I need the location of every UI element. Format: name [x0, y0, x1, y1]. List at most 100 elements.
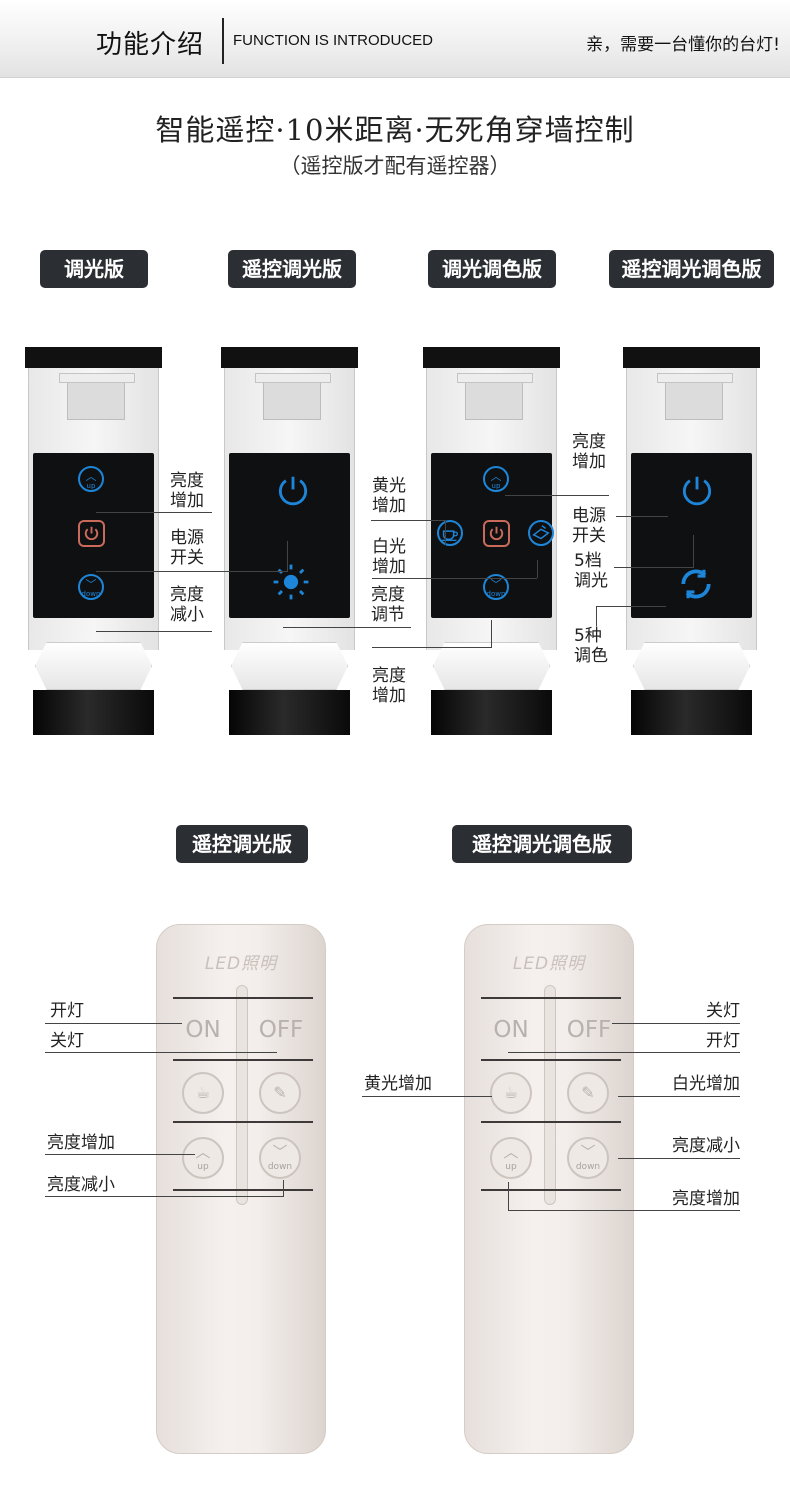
- label-brightness-up: 亮度增加: [572, 432, 606, 472]
- header-title: 功能介绍: [96, 30, 205, 60]
- remote-slot: [544, 985, 556, 1205]
- headline: 智能遥控·10米距离·无死角穿墙控制: [155, 113, 635, 147]
- label-brightness-down: 亮度减小: [672, 1136, 740, 1156]
- label-light-off: 关灯: [50, 1031, 84, 1051]
- leader-line: [445, 520, 446, 545]
- up-button[interactable]: ︿ up: [483, 466, 509, 492]
- book-icon: ✎: [273, 1083, 287, 1102]
- white-light-button[interactable]: [528, 520, 554, 546]
- leader-line: [537, 560, 538, 578]
- label-light-on: 开灯: [50, 1001, 84, 1021]
- on-button[interactable]: ON: [493, 1017, 529, 1043]
- lamp-clip: [59, 373, 135, 420]
- chevron-down-icon: ﹀: [272, 1143, 288, 1161]
- header-subtitle: FUNCTION IS INTRODUCED: [233, 32, 433, 49]
- version-tag-dim-color: 调光调色版: [428, 250, 556, 288]
- chevron-up-icon: ︿: [195, 1143, 211, 1161]
- touch-panel: ︿ up ﹀ down: [431, 453, 554, 618]
- remote-divider: [481, 997, 621, 999]
- header-divider: [222, 18, 224, 64]
- leader-line: [618, 1096, 740, 1097]
- coffee-cup-icon: ☕: [195, 1083, 211, 1102]
- leader-line: [596, 606, 597, 626]
- coffee-cup-icon: [441, 530, 458, 541]
- remote-divider: [481, 1189, 621, 1191]
- brightness-button[interactable]: [272, 563, 310, 605]
- chevron-down-icon: ﹀: [85, 578, 97, 591]
- up-button[interactable]: ︿ up: [78, 466, 104, 492]
- off-button[interactable]: OFF: [258, 1017, 304, 1043]
- power-icon: [489, 526, 504, 541]
- up-button[interactable]: ︿ up: [490, 1137, 532, 1179]
- down-button[interactable]: ﹀ down: [483, 574, 509, 600]
- sun-icon: [273, 564, 309, 600]
- on-button[interactable]: ON: [185, 1017, 221, 1043]
- label-yellow-up: 黄光增加: [364, 1074, 432, 1094]
- leader-line: [614, 567, 694, 568]
- chevron-up-icon: ︿: [85, 470, 97, 483]
- chevron-up-icon: ︿: [490, 470, 502, 483]
- lamp-stem: [431, 690, 552, 735]
- leader-line: [616, 516, 668, 517]
- coffee-cup-icon: ☕: [503, 1083, 519, 1102]
- down-button[interactable]: ﹀ down: [78, 574, 104, 600]
- header-slogan: 亲，需要一台懂你的台灯!: [586, 35, 780, 55]
- down-button[interactable]: ﹀ down: [567, 1137, 609, 1179]
- lamp-remote-dim-color: [623, 347, 760, 735]
- book-icon: [532, 525, 550, 540]
- lamp-remote-dimming: [221, 347, 358, 735]
- version-tag-remote-dim-color-2: 遥控调光调色版: [452, 825, 632, 863]
- power-icon: [278, 476, 308, 506]
- power-button[interactable]: [678, 472, 716, 514]
- lamp-hinge: [633, 642, 750, 690]
- lamp-hinge: [35, 642, 152, 690]
- white-light-button[interactable]: ✎: [567, 1072, 609, 1114]
- white-light-button[interactable]: ✎: [259, 1072, 301, 1114]
- leader-line: [491, 620, 492, 647]
- off-button[interactable]: OFF: [566, 1017, 612, 1043]
- label-brightness-down: 亮度增加: [372, 666, 406, 706]
- chevron-down-icon: ﹀: [580, 1143, 596, 1161]
- touch-panel: [631, 453, 752, 618]
- yellow-light-button[interactable]: ☕: [490, 1072, 532, 1114]
- yellow-light-button[interactable]: ☕: [182, 1072, 224, 1114]
- lamp-clip: [657, 373, 733, 420]
- up-text: up: [197, 1162, 209, 1172]
- version-tag-remote-dim-color: 遥控调光调色版: [609, 250, 774, 288]
- label-yellow-up: 黄光增加: [372, 476, 406, 516]
- leader-line: [612, 1023, 740, 1024]
- leader-line: [45, 1154, 195, 1155]
- down-text: down: [575, 1162, 601, 1172]
- power-icon: [84, 526, 99, 541]
- lamp-cap: [25, 347, 162, 368]
- down-button[interactable]: ﹀ down: [259, 1137, 301, 1179]
- lamp-dimming: ︿ up ﹀ down: [25, 347, 162, 735]
- label-brightness-up: 亮度增加: [47, 1133, 115, 1153]
- power-button[interactable]: [483, 520, 510, 547]
- remote-divider: [481, 1121, 621, 1123]
- color-cycle-button[interactable]: [677, 565, 715, 607]
- lamp-cap: [623, 347, 760, 368]
- power-button[interactable]: [274, 472, 312, 514]
- label-brightness-down: 亮度减小: [47, 1175, 115, 1195]
- up-button[interactable]: ︿ up: [182, 1137, 224, 1179]
- label-5-colors: 5种调色: [574, 626, 608, 666]
- label-brightness-adjust: 亮度调节: [371, 585, 405, 625]
- lamp-stem: [229, 690, 350, 735]
- lamp-hinge: [433, 642, 550, 690]
- version-tag-dimming: 调光版: [40, 250, 148, 288]
- remote-divider: [173, 1189, 313, 1191]
- down-text: down: [267, 1162, 293, 1172]
- remote-control-dimming: LED照明 ON OFF ☕ ✎ ︿ up ﹀ down: [156, 924, 326, 1454]
- power-icon: [682, 476, 712, 506]
- chevron-down-icon: ﹀: [490, 578, 502, 591]
- leader-line: [596, 606, 666, 607]
- power-button[interactable]: [78, 520, 105, 547]
- up-text: up: [505, 1162, 517, 1172]
- remote-slot: [236, 985, 248, 1205]
- label-light-off: 关灯: [706, 1001, 740, 1021]
- remote-divider: [173, 1059, 313, 1061]
- leader-line: [372, 647, 492, 648]
- yellow-light-button[interactable]: [437, 520, 463, 546]
- leader-line: [505, 495, 609, 496]
